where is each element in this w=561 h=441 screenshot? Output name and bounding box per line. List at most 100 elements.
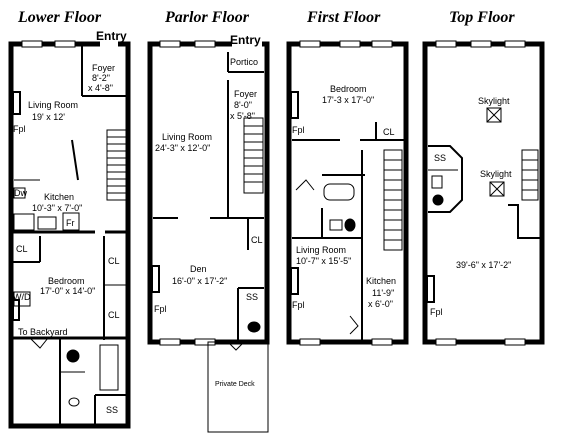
private-deck — [207, 341, 269, 433]
fireplace — [290, 91, 299, 119]
backyard-label: To Backyard — [18, 327, 68, 337]
wall — [508, 204, 540, 239]
appliance-label: Dw — [14, 188, 27, 198]
toilet — [247, 321, 261, 333]
bathtub — [99, 344, 119, 391]
stairs — [521, 149, 539, 201]
room-label: Foyer — [92, 63, 115, 73]
window — [435, 338, 457, 346]
floor-title-lower: Lower Floor — [17, 9, 102, 26]
toilet — [432, 194, 444, 206]
room-label: Bedroom — [48, 276, 85, 286]
shower-stall-label: SS — [246, 292, 258, 302]
lower-floor-plan — [8, 40, 131, 429]
fireplace-label: Fpl — [13, 124, 26, 134]
fridge — [62, 212, 80, 231]
window — [371, 338, 393, 346]
room-dimension: 10'-3" x 7'-0" — [32, 203, 82, 213]
door-swing — [227, 341, 245, 351]
fireplace — [12, 91, 21, 115]
stairs — [106, 129, 127, 201]
window — [21, 40, 43, 48]
sink — [37, 216, 57, 230]
window — [299, 40, 321, 48]
door-swing — [29, 337, 49, 349]
toilet — [66, 349, 80, 363]
entry-label-lower: Entry — [96, 29, 127, 43]
bathtub — [323, 183, 355, 201]
shower-stall-label: SS — [106, 405, 118, 415]
fireplace — [12, 299, 20, 321]
top-floor-plan — [422, 40, 545, 346]
skylight-label: Skylight — [480, 169, 512, 179]
room-dimension: 39'-6" x 17'-2" — [456, 260, 511, 270]
window — [299, 338, 321, 346]
window — [159, 40, 181, 48]
fireplace — [290, 267, 299, 295]
window — [470, 40, 492, 48]
first-floor-plan — [286, 40, 409, 346]
room-label: Living Room — [28, 100, 78, 110]
room-dimension: x 4'-8" — [88, 83, 113, 93]
door-swing — [295, 179, 315, 191]
window — [435, 40, 457, 48]
parlor-floor-plan — [147, 40, 270, 433]
room-label: Bedroom — [330, 84, 367, 94]
top-outer-wall — [422, 41, 545, 345]
fireplace — [151, 265, 160, 293]
appliance-label: W/D — [13, 292, 31, 302]
window — [371, 40, 393, 48]
room-dimension: 17'-3 x 17'-0" — [322, 95, 374, 105]
fireplace-label: Fpl — [154, 304, 167, 314]
closet-label: CL — [16, 244, 28, 254]
room-label: Living Room — [162, 132, 212, 142]
room-dimension: 16'-0" x 17'-2" — [172, 276, 227, 286]
fireplace — [426, 275, 435, 303]
window — [339, 40, 361, 48]
bath-wall — [428, 145, 463, 213]
skylight-label: Skylight — [478, 96, 510, 106]
room-dimension: 11'-9" — [372, 288, 394, 298]
floor-title-top: Top Floor — [449, 9, 515, 26]
room-label: Portico — [230, 57, 258, 67]
skylight — [489, 181, 505, 197]
stairs — [383, 149, 403, 251]
floor-title-first: First Floor — [306, 9, 381, 26]
room-label: Kitchen — [366, 276, 396, 286]
appliance-label: Fr — [66, 218, 75, 228]
floor-title-parlor: Parlor Floor — [164, 9, 250, 26]
entry-label-parlor: Entry — [230, 33, 261, 47]
room-label: Kitchen — [44, 192, 74, 202]
window — [504, 40, 526, 48]
room-dimension: 8'-0" — [234, 100, 252, 110]
fireplace-label: Fpl — [292, 125, 305, 135]
door-swing — [349, 315, 359, 335]
room-dimension: 8'-2" — [92, 73, 110, 83]
room-dimension: x 5'-8" — [230, 111, 255, 121]
room-label: Living Room — [296, 245, 346, 255]
sink — [431, 175, 443, 189]
room-dimension: 24'-3" x 12'-0" — [155, 143, 210, 153]
window — [504, 338, 526, 346]
fireplace-label: Fpl — [292, 300, 305, 310]
room-dimension: 10'-7" x 15'-5" — [296, 256, 351, 266]
room-dimension: x 6'-0" — [368, 299, 393, 309]
closet-label: CL — [108, 310, 120, 320]
closet-label: CL — [108, 256, 120, 266]
dishwasher — [13, 187, 26, 199]
room-label: Foyer — [234, 89, 257, 99]
room-dimension: 19' x 12' — [32, 112, 65, 122]
closet-label: CL — [251, 235, 263, 245]
stairs — [243, 117, 264, 194]
toilet — [344, 218, 356, 232]
sink — [68, 397, 80, 407]
fireplace-label: Fpl — [430, 307, 443, 317]
shower-stall-label: SS — [434, 153, 446, 163]
stove — [13, 213, 35, 231]
deck-label: Private Deck — [215, 381, 255, 388]
window — [54, 40, 76, 48]
wall — [71, 139, 79, 181]
skylight — [486, 107, 502, 123]
